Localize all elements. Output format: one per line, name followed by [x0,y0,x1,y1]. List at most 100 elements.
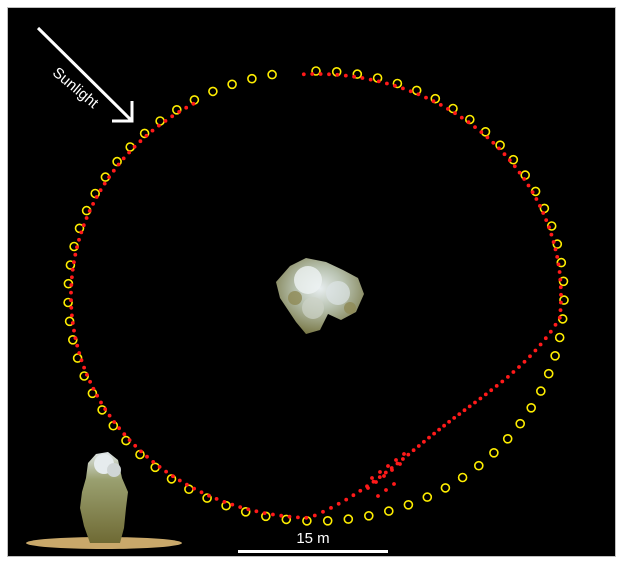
track-dot [384,488,388,492]
track-marker [448,103,458,114]
track-dot [427,435,431,440]
track-dot [116,162,121,167]
track-dot [459,115,464,120]
track-dot [541,211,546,215]
track-dot [416,92,421,97]
track-dot [507,158,512,163]
sunlight-arrow-icon [36,26,134,123]
track-dot [95,393,99,398]
track-dot [133,443,138,448]
track-dot [538,204,542,208]
track-marker [535,386,546,396]
track-marker [247,73,257,84]
track-dot [394,458,398,462]
track-dot [132,144,137,149]
track-dot [558,277,563,282]
track-dot [69,283,74,287]
track-dot [446,107,450,111]
track-dot [547,225,551,230]
track-dot [522,359,527,364]
figure-panel: Sunlight 15 m [7,7,616,557]
track-marker [208,86,218,97]
track-dot [408,89,413,94]
track-dot [452,416,457,420]
track-marker [87,388,98,399]
track-dot [491,140,496,145]
track-dot [393,83,397,88]
track-dot [185,482,189,487]
track-dot [553,247,558,252]
track-dot [558,285,563,290]
track-dot [494,384,499,388]
track-dot [157,123,161,128]
track-dot [70,321,75,325]
track-dot [534,197,539,201]
track-dot [467,404,472,409]
track-dot [506,375,510,379]
track-dot [368,77,373,82]
track-dot [390,468,394,472]
track-dot [171,474,175,479]
track-dot [103,407,108,411]
scale-label: 15 m [296,530,330,547]
track-dot [177,478,182,483]
red-track [69,72,563,520]
track-dot [102,181,107,186]
track-dot [69,298,73,303]
track-dot [72,260,76,265]
track-dot [70,267,75,272]
tree-side-icon [26,452,182,549]
track-marker [311,66,321,76]
track-dot [151,460,156,464]
track-dot [556,262,561,267]
track-dot [553,322,558,327]
track-dot [121,156,126,161]
track-marker [556,257,567,268]
track-dot [432,431,436,436]
track-dot [530,190,535,195]
track-dot [376,79,381,84]
track-dot [139,449,143,454]
track-marker [392,78,403,89]
track-dot [88,379,92,384]
track-dot [287,514,292,519]
track-marker [172,105,182,115]
track-dot [91,202,95,206]
track-dot [107,413,112,418]
track-dot [99,400,103,405]
track-dot [528,354,532,359]
track-marker [457,472,468,483]
track-dot [77,237,81,242]
track-dot [87,209,92,213]
track-dot [402,452,406,456]
track-dot [538,342,543,347]
track-marker [543,368,554,379]
track-marker [383,506,394,516]
track-marker [68,334,78,345]
track-dot [127,438,132,442]
track-dot [502,152,507,157]
track-dot [91,386,96,391]
track-marker [440,483,451,493]
track-dot [70,275,74,280]
track-dot [383,470,388,475]
track-marker [502,433,513,444]
track-dot [479,130,484,134]
track-dot [411,448,416,453]
track-dot [382,474,386,478]
track-dot [81,223,86,228]
track-dot [366,486,370,490]
track-dot [150,128,155,133]
track-dot [262,511,267,515]
track-dot [238,505,243,509]
track-marker [352,69,363,79]
track-dot [559,292,563,297]
track-dot [344,497,349,502]
track-dot [557,270,562,274]
track-marker [322,515,333,526]
track-dot [157,465,162,469]
track-dot [82,365,86,370]
track-dot [485,135,490,140]
track-dot [296,515,300,520]
track-dot [69,290,73,295]
